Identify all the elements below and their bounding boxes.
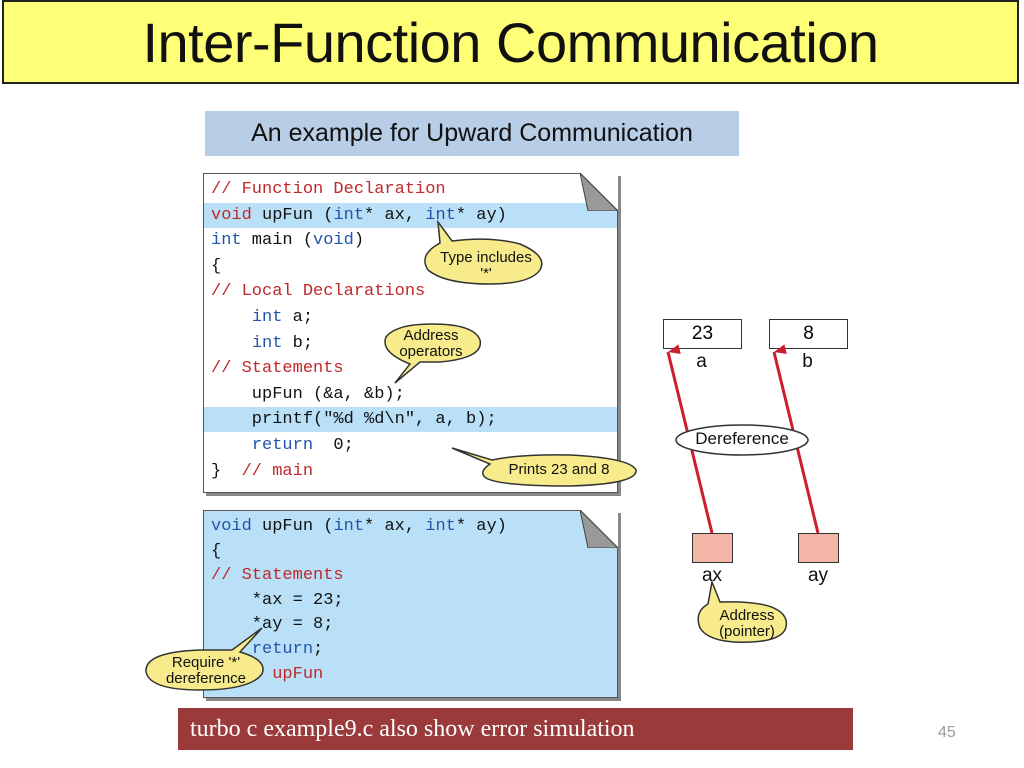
address-operators-bubble bbox=[384, 323, 481, 384]
pointer-ay-box bbox=[798, 533, 839, 563]
code-token: // Function Declaration bbox=[211, 180, 446, 199]
upfun-code-line: { bbox=[204, 539, 617, 564]
type-includes-text: Type includes '*' bbox=[440, 249, 532, 282]
upfun-code-line: *ax = 23; bbox=[204, 588, 617, 613]
code-token: ; bbox=[313, 640, 324, 659]
pointer-ax-label: ax bbox=[701, 565, 723, 586]
code-token: return bbox=[251, 640, 314, 659]
code-token: int bbox=[251, 308, 283, 327]
variable-a-label: a bbox=[696, 351, 707, 372]
code-token: *ax = 23; bbox=[211, 590, 344, 610]
pointer-ax-box bbox=[692, 533, 733, 563]
pointer-ay-label: ay bbox=[807, 565, 829, 586]
code-token: printf("%d %d\n", a, b); bbox=[211, 410, 497, 430]
address-pointer-bubble bbox=[697, 579, 788, 643]
subtitle: An example for Upward Communication bbox=[205, 111, 739, 156]
upfun-code-box: void upFun (int* ax, int* ay){// Stateme… bbox=[203, 510, 618, 698]
main-code-line: void upFun (int* ax, int* ay) bbox=[204, 202, 617, 228]
code-token: // main bbox=[241, 461, 314, 481]
main-code-line: // Function Declaration bbox=[204, 177, 617, 202]
code-token: int bbox=[425, 517, 456, 536]
code-token: b; bbox=[282, 333, 314, 353]
main-code-line: // Statements bbox=[204, 356, 617, 381]
type-includes-bubble bbox=[424, 219, 543, 285]
slide-title: Inter-Function Communication bbox=[142, 10, 879, 74]
variable-b-box: 8 bbox=[769, 319, 848, 349]
upfun-code-line: void upFun (int* ax, int* ay) bbox=[204, 514, 617, 539]
require-text: Require '*' dereference bbox=[165, 654, 247, 687]
main-code-line: int b; bbox=[204, 331, 617, 356]
code-token: a; bbox=[282, 308, 314, 327]
variable-b-label: b bbox=[802, 351, 813, 372]
code-token: upFun ( bbox=[251, 205, 334, 225]
prints-text: Prints 23 and 8 bbox=[508, 461, 610, 478]
code-token: // Statements bbox=[211, 566, 344, 586]
upfun-code-line: return; bbox=[204, 637, 617, 662]
main-code-line: { bbox=[204, 254, 617, 279]
code-token: // Local Declarations bbox=[211, 282, 426, 302]
main-code-line: return 0; bbox=[204, 433, 617, 458]
main-code-line: int a; bbox=[204, 305, 617, 330]
code-token: 0; bbox=[313, 436, 354, 455]
code-token: * ay) bbox=[455, 205, 507, 225]
code-token: void bbox=[313, 231, 354, 251]
folded-corner-icon bbox=[580, 173, 618, 211]
main-code-line: int main (void) bbox=[204, 228, 617, 253]
code-token: * ax, bbox=[364, 205, 426, 225]
code-token: main ( bbox=[241, 231, 314, 251]
main-code-line: printf("%d %d\n", a, b); bbox=[204, 407, 617, 433]
code-token: int bbox=[333, 205, 365, 225]
prints-bubble bbox=[451, 447, 637, 487]
variable-a-box: 23 bbox=[663, 319, 742, 349]
code-token: void bbox=[211, 205, 252, 225]
footer-banner: turbo c example9.c also show error simul… bbox=[178, 708, 853, 750]
address-pointer-text: Address (pointer) bbox=[719, 607, 775, 640]
code-token: int bbox=[425, 205, 456, 225]
code-token: int bbox=[211, 231, 242, 251]
code-token: upFun (&a, &b); bbox=[211, 384, 405, 404]
dereference-text: Dereference bbox=[695, 429, 789, 448]
code-token: { bbox=[211, 256, 222, 276]
code-token: void bbox=[211, 517, 252, 536]
require-bubble bbox=[145, 627, 264, 691]
code-token: int bbox=[251, 333, 283, 353]
folded-corner-icon bbox=[580, 510, 618, 548]
code-token: ) bbox=[353, 231, 365, 251]
code-token: { bbox=[211, 541, 222, 561]
code-token: } bbox=[211, 461, 242, 481]
code-token: * ay) bbox=[455, 517, 507, 536]
upfun-code-line: // Statements bbox=[204, 563, 617, 588]
code-token: int bbox=[333, 517, 365, 536]
page-number: 45 bbox=[938, 724, 956, 741]
code-token: upFun ( bbox=[251, 517, 334, 536]
code-token: // Statements bbox=[211, 359, 344, 379]
code-token: * ax, bbox=[364, 517, 426, 536]
address-operators-text: Address operators bbox=[399, 327, 463, 360]
code-token: return bbox=[251, 436, 314, 455]
main-code-line: upFun (&a, &b); bbox=[204, 382, 617, 407]
title-bar: Inter-Function Communication bbox=[2, 0, 1019, 84]
dereference-bubble bbox=[675, 424, 809, 456]
main-code-line: } // main bbox=[204, 459, 617, 484]
main-code-line: // Local Declarations bbox=[204, 279, 617, 304]
